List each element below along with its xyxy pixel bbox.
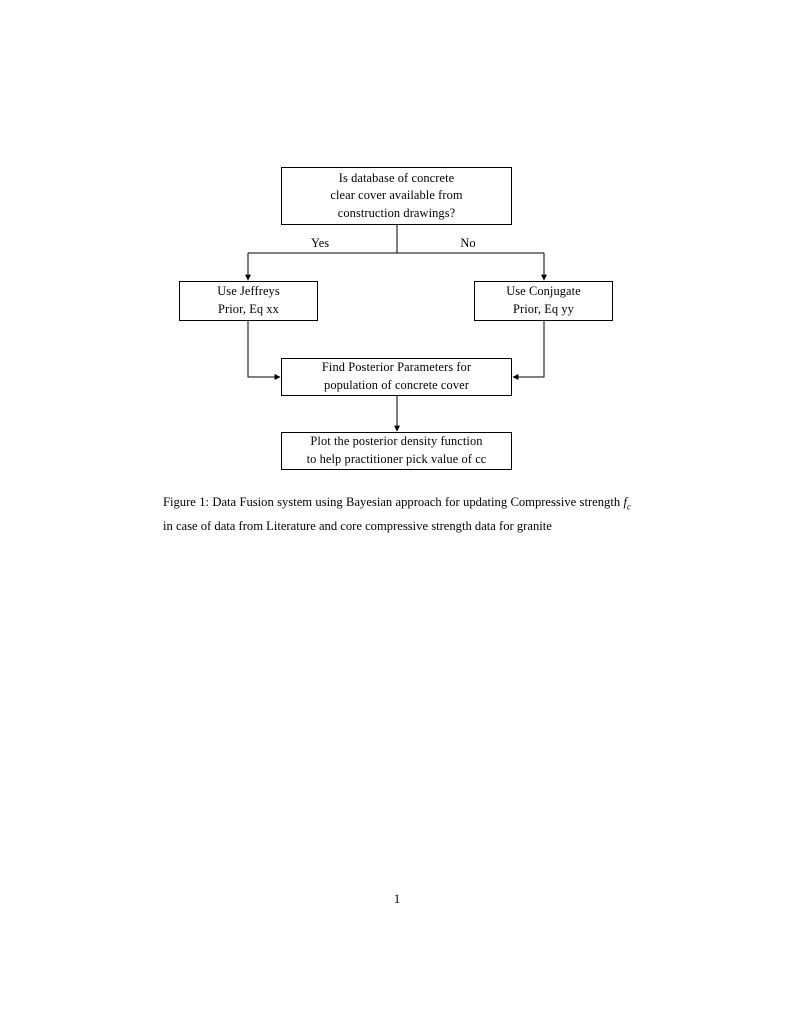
caption-math-variable: fc xyxy=(623,495,631,512)
edge-label-yes: Yes xyxy=(310,236,330,250)
flowchart-node-find-posterior: Find Posterior Parameters for population… xyxy=(281,358,512,396)
edge-label-no: No xyxy=(460,236,476,250)
flowchart-node-conjugate-prior: Use Conjugate Prior, Eq yy xyxy=(474,281,613,321)
node-jeffreys-line-2: Prior, Eq xx xyxy=(218,302,279,316)
flowchart-node-plot-density: Plot the posterior density function to h… xyxy=(281,432,512,470)
flowchart-node-decision: Is database of concrete clear cover avai… xyxy=(281,167,512,225)
caption-math-base: f xyxy=(623,495,627,509)
node-plot-line-2: to help practitioner pick value of cc xyxy=(306,452,487,466)
node-posterior-line-2: population of concrete cover xyxy=(324,378,469,392)
node-conjugate-line-2: Prior, Eq yy xyxy=(513,302,574,316)
caption-label: Figure 1: xyxy=(163,495,210,509)
flowchart-node-jeffreys-prior: Use Jeffreys Prior, Eq xx xyxy=(179,281,318,321)
figure-caption: Figure 1: Data Fusion system using Bayes… xyxy=(163,493,631,536)
node-decision-line-2: clear cover available from xyxy=(330,188,463,203)
node-posterior-line-1: Find Posterior Parameters for xyxy=(321,360,472,375)
caption-text-after-math: in case of data from Literature and core… xyxy=(163,518,552,533)
node-plot-line-1: Plot the posterior density function xyxy=(310,434,483,449)
page-number: 1 xyxy=(393,892,401,906)
node-jeffreys-line-1: Use Jeffreys xyxy=(217,284,280,299)
flowchart-connectors xyxy=(245,225,547,432)
node-decision-line-3: construction drawings? xyxy=(337,205,456,220)
edge-jeffreys-to-posterior xyxy=(247,321,281,380)
caption-math-subscript: c xyxy=(626,501,631,512)
edge-conjugate-to-posterior xyxy=(512,321,545,380)
figure-flowchart: Is database of concrete clear cover avai… xyxy=(0,0,794,480)
node-decision-line-1: Is database of concrete xyxy=(338,170,455,185)
node-conjugate-line-1: Use Conjugate xyxy=(506,284,581,299)
caption-text-before-math: Data Fusion system using Bayesian approa… xyxy=(212,495,621,509)
